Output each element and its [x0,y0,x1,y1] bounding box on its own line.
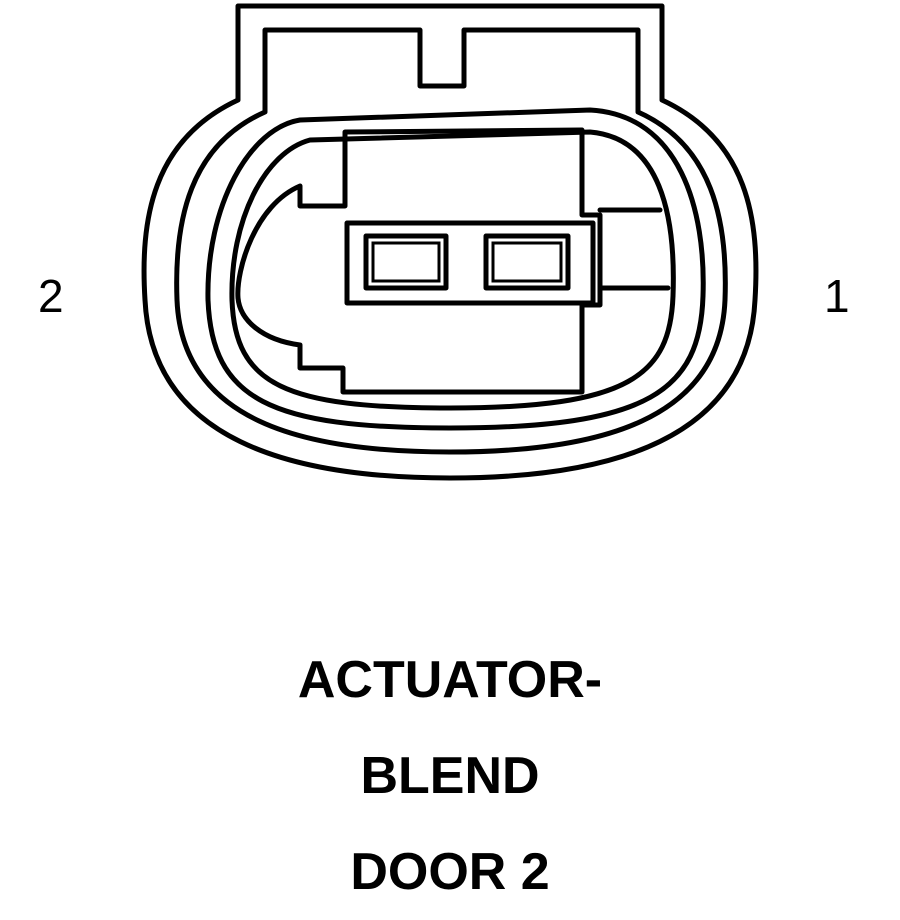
cavity-outer-outline [205,107,706,431]
terminal-cavity-1-inner [491,241,563,283]
caption-line-3: DOOR 2 [350,843,550,901]
terminal-cavity-1 [483,233,571,291]
connector-face-diagram [141,3,759,481]
pin-number-2: 2 [38,270,64,322]
pin-number-1: 1 [824,270,850,322]
component-caption: ACTUATOR- BLEND DOOR 2 [0,632,900,920]
housing-outer-outline [141,3,759,481]
terminal-block [235,127,603,395]
terminal-cavity-2 [363,233,449,291]
caption-line-1: ACTUATOR- [297,651,603,709]
terminal-cavity-2-inner [371,241,441,283]
caption-line-2: BLEND [360,747,540,805]
terminal-strip [344,220,596,306]
cavity-inner-outline [229,129,676,411]
housing-inner-outline [174,27,728,455]
